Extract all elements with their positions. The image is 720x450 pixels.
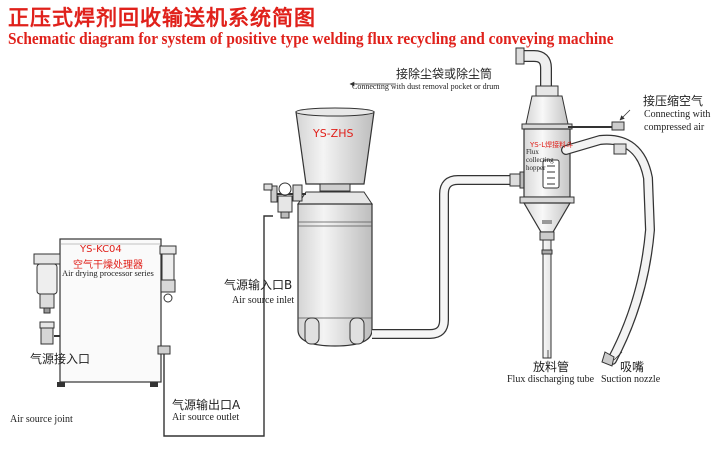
air-inlet-en: Air source inlet	[232, 295, 295, 306]
tank-top-hopper	[295, 111, 375, 185]
suction-hose-clamp	[613, 143, 627, 155]
suction-hose	[562, 135, 654, 364]
tank-air-regulator	[263, 182, 306, 219]
dryer-outlet-fitting	[157, 345, 171, 355]
air-drying-processor	[33, 238, 177, 387]
compressed-air-arrow	[619, 109, 631, 121]
exhaust-outlet	[515, 47, 525, 65]
dryer-filter-left	[33, 253, 61, 314]
discharge-tube-cn: 放料管	[533, 360, 570, 374]
dust-removal-cn: 接除尘袋或除尘筒	[396, 67, 493, 81]
suction-nozzle-cn: 吸嘴	[620, 360, 645, 374]
tank-valve	[319, 183, 351, 192]
tank-label: YS-ZHS	[313, 127, 354, 140]
air-outlet-cn: 气源输出口A	[172, 398, 241, 412]
collecting-hopper	[515, 47, 575, 241]
dryer-regulator-left	[39, 321, 60, 345]
dryer-name-en: Air drying processor series	[62, 268, 154, 278]
compressed-air-line	[568, 121, 625, 131]
suction-nozzle	[601, 351, 615, 367]
compressed-air-en-2: compressed air	[644, 122, 705, 133]
dryer-model-label: YS-KC04	[80, 244, 122, 255]
suction-hose-outline	[561, 134, 656, 365]
discharge-tube-en: Flux discharging tube	[507, 374, 595, 385]
suction-nozzle-en: Suction nozzle	[601, 374, 661, 385]
dryer-foot-left	[57, 382, 65, 387]
discharge-tube	[541, 239, 553, 359]
compressed-air-cn: 接压缩空气	[643, 94, 704, 108]
diagram-title-cn: 正压式焊剂回收输送机系统简图	[8, 6, 316, 30]
dryer-cabinet	[59, 238, 162, 383]
pressure-tank	[295, 107, 375, 347]
conveying-pipe	[372, 176, 518, 338]
air-inlet-cn: 气源输入口B	[224, 278, 293, 292]
dryer-name-cn: 空气干燥处理器	[73, 260, 143, 271]
air-hose	[163, 215, 273, 437]
air-source-joint-en: Air source joint	[10, 414, 73, 425]
hopper-label-cn: YS-L焊接料斗	[530, 141, 574, 149]
air-source-joint-cn: 气源接入口	[30, 352, 90, 366]
dryer-foot-right	[150, 382, 158, 387]
tank-body	[297, 203, 373, 347]
hopper-cone	[522, 202, 572, 233]
dryer-filter-right	[159, 245, 177, 303]
hopper-label-en: Flux collecting hopper	[526, 148, 554, 172]
dust-removal-en: Connecting with dust removal pocket or d…	[352, 82, 500, 91]
diagram-title-en: Schematic diagram for system of positive…	[8, 29, 614, 48]
air-outlet-en: Air source outlet	[172, 412, 240, 423]
compressed-air-en-1: Connecting with	[644, 109, 711, 120]
hopper-window	[542, 159, 560, 189]
